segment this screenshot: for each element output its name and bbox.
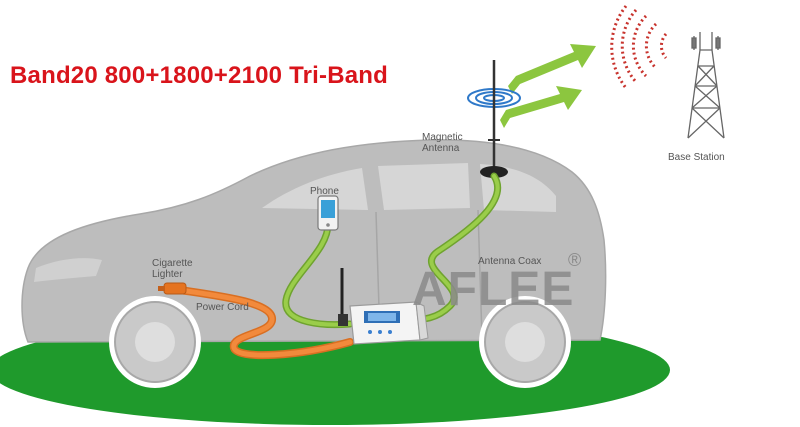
base-station-tower-icon bbox=[688, 32, 724, 138]
phone-icon bbox=[318, 196, 338, 230]
headline-title: Band20 800+1800+2100 Tri-Band bbox=[10, 62, 388, 90]
label-magnetic-antenna-line1: Magnetic bbox=[422, 132, 463, 143]
brand-watermark: AFLEE bbox=[412, 262, 574, 317]
signal-arrow-icon bbox=[500, 44, 596, 128]
registered-mark: ® bbox=[568, 250, 581, 271]
label-magnetic-antenna: Magnetic Antenna bbox=[422, 132, 463, 154]
label-magnetic-antenna-line2: Antenna bbox=[422, 143, 463, 154]
label-phone: Phone bbox=[310, 186, 339, 197]
label-cigarette-lighter-line1: Cigarette bbox=[152, 258, 193, 269]
label-cigarette-lighter: Cigarette Lighter bbox=[152, 258, 193, 280]
label-base-station: Base Station bbox=[668, 152, 725, 163]
signal-waves-icon bbox=[612, 6, 666, 88]
label-cigarette-lighter-line2: Lighter bbox=[152, 269, 193, 280]
label-power-cord: Power Cord bbox=[196, 302, 249, 313]
